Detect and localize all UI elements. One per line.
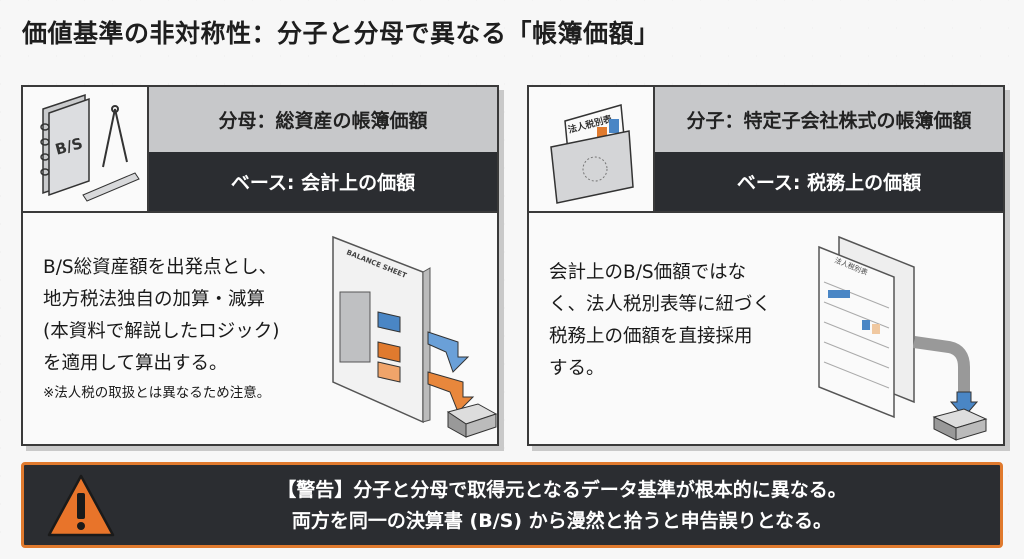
numerator-card: 法人税別表 分子：特定子会社株式の帳簿価額 ベース: 税務上の価額 会計上のB/… — [527, 85, 1005, 446]
body-line: 会計上のB/S価額ではな — [549, 262, 747, 283]
warning-icon — [47, 474, 115, 537]
card-base: ベース: 会計上の価額 — [149, 152, 497, 213]
body-line: く、法人税別表等に紐づく — [549, 294, 772, 315]
denominator-card: B/S 分母：総資産の帳簿価額 ベース: 会計上の価額 B/S総資産額を出発点と… — [21, 85, 499, 446]
body-line: を適用して算出する。 — [43, 353, 228, 374]
tax-folder-icon: 法人税別表 — [529, 87, 655, 213]
card-base: ベース: 税務上の価額 — [655, 152, 1003, 213]
body-line: B/S総資産額を出発点とし、 — [43, 257, 278, 278]
warning-banner: 【警告】分子と分母で取得元となるデータ基準が根本的に異なる。 両方を同一の決算書… — [21, 462, 1003, 548]
card-header: 分母：総資産の帳簿価額 — [149, 87, 497, 152]
warning-line: 【警告】分子と分母で取得元となるデータ基準が根本的に異なる。 — [277, 479, 847, 501]
card-header: 分子：特定子会社株式の帳簿価額 — [655, 87, 1003, 152]
card-body: B/S総資産額を出発点とし、 地方税法独自の加算・減算 (本資料で解説したロジッ… — [43, 252, 279, 406]
warning-line: 両方を同一の決算書 (B/S) から漫然と拾うと申告誤りとなる。 — [291, 510, 833, 532]
card-body: 会計上のB/S価額ではな く、法人税別表等に紐づく 税務上の価額を直接採用 する… — [549, 257, 771, 385]
tax-form-illustration: 法人税別表 — [818, 235, 988, 441]
bs-book-icon: B/S — [23, 87, 149, 213]
body-line: 税務上の価額を直接採用 — [549, 326, 753, 347]
body-line: する。 — [549, 358, 605, 379]
balance-sheet-illustration: BALANCE SHEET — [332, 235, 498, 438]
note: ※法人税の取扱とは異なるため注意。 — [43, 385, 271, 401]
body-line: (本資料で解説したロジック) — [43, 321, 280, 342]
page-title: 価値基準の非対称性：分子と分母で異なる「帳簿価額」 — [22, 19, 660, 48]
body-line: 地方税法独自の加算・減算 — [43, 289, 266, 310]
